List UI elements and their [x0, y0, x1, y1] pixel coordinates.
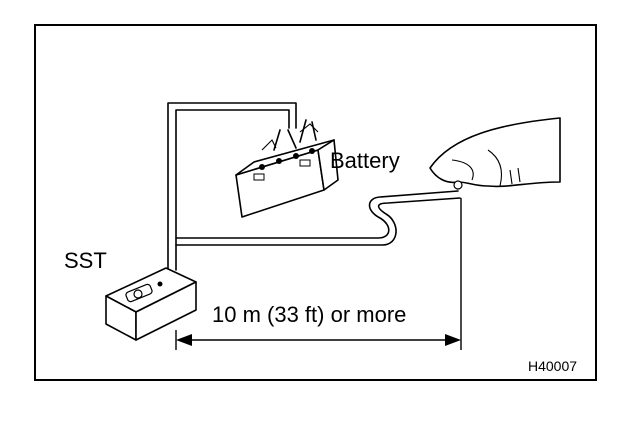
battery-label: Battery	[330, 148, 400, 173]
figure-code: H40007	[528, 358, 577, 374]
sst-label: SST	[64, 248, 107, 273]
battery-icon	[235, 119, 339, 218]
distance-arrow	[176, 334, 461, 346]
hand-icon	[429, 117, 561, 190]
sst-tester-icon	[105, 267, 197, 341]
distance-label: 10 m (33 ft) or more	[212, 302, 406, 327]
battery-cable	[167, 102, 297, 271]
tester-cable	[175, 190, 461, 246]
